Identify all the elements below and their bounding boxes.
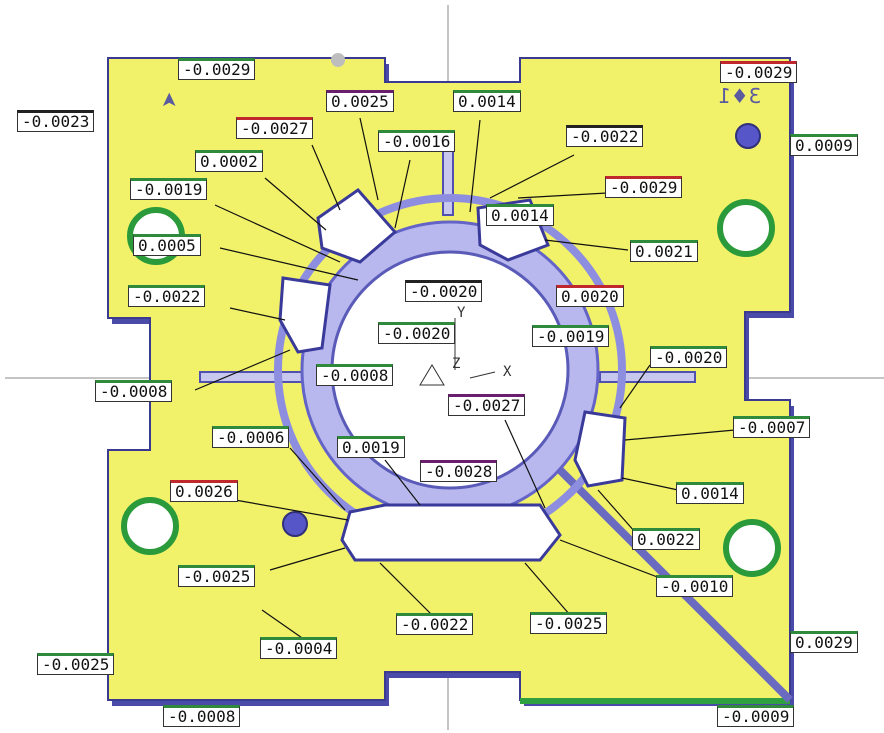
axis-x-label: X bbox=[503, 364, 512, 380]
deviation-label: -0.0023 bbox=[17, 110, 95, 132]
deviation-label: -0.0029 bbox=[720, 61, 798, 83]
deviation-label: 0.0002 bbox=[195, 150, 263, 172]
locator-pin-top bbox=[735, 123, 761, 149]
deviation-label: 0.0014 bbox=[676, 482, 744, 504]
locator-pin-bottom bbox=[282, 511, 308, 537]
deviation-label: -0.0007 bbox=[733, 416, 811, 438]
cavity-id-mark: 3♦1 bbox=[718, 84, 762, 108]
deviation-label: -0.0020 bbox=[378, 322, 456, 344]
deviation-label: -0.0028 bbox=[420, 460, 498, 482]
deviation-label: -0.0022 bbox=[396, 613, 474, 635]
deviation-label: 0.0020 bbox=[556, 285, 624, 307]
deviation-label: 0.0009 bbox=[790, 134, 858, 156]
deviation-label: -0.0027 bbox=[236, 117, 314, 139]
axis-z-label: Z bbox=[452, 356, 461, 372]
deviation-label: -0.0022 bbox=[566, 125, 644, 147]
deviation-label: 0.0005 bbox=[133, 234, 201, 256]
axis-y-label: Y bbox=[457, 305, 466, 321]
deviation-label: -0.0016 bbox=[378, 130, 456, 152]
deviation-label: -0.0029 bbox=[178, 58, 256, 80]
deviation-label: -0.0019 bbox=[130, 178, 208, 200]
deviation-label: 0.0014 bbox=[486, 204, 554, 226]
deviation-label: -0.0008 bbox=[163, 705, 241, 727]
deviation-label: -0.0025 bbox=[530, 612, 608, 634]
deviation-label: -0.0009 bbox=[717, 705, 795, 727]
deviation-label: -0.0019 bbox=[532, 325, 610, 347]
deviation-label: 0.0026 bbox=[170, 480, 238, 502]
leader-lines bbox=[194, 117, 736, 641]
deviation-label: -0.0029 bbox=[605, 176, 683, 198]
deviation-label: -0.0025 bbox=[178, 565, 256, 587]
deviation-label: -0.0027 bbox=[448, 394, 526, 416]
deviation-label: -0.0004 bbox=[260, 637, 338, 659]
deviation-label: 0.0022 bbox=[632, 528, 700, 550]
deviation-label: -0.0010 bbox=[656, 575, 734, 597]
deviation-label: -0.0022 bbox=[128, 285, 206, 307]
deviation-label: -0.0020 bbox=[650, 346, 728, 368]
deviation-label: -0.0020 bbox=[405, 280, 483, 302]
mounting-holes bbox=[121, 199, 781, 577]
deviation-label: 0.0021 bbox=[630, 240, 698, 262]
deviation-label: 0.0025 bbox=[326, 90, 394, 112]
deviation-label: -0.0025 bbox=[37, 653, 115, 675]
deviation-label: 0.0029 bbox=[790, 631, 858, 653]
deviation-label: -0.0008 bbox=[316, 364, 394, 386]
bottom-edge-accent bbox=[520, 698, 790, 704]
direction-arrow-icon: ➤ bbox=[156, 91, 181, 109]
deviation-label: 0.0014 bbox=[453, 90, 521, 112]
deviation-label: -0.0006 bbox=[212, 426, 290, 448]
gate-mark bbox=[331, 53, 345, 67]
deviation-label: 0.0019 bbox=[337, 436, 405, 458]
deviation-label: -0.0008 bbox=[95, 380, 173, 402]
